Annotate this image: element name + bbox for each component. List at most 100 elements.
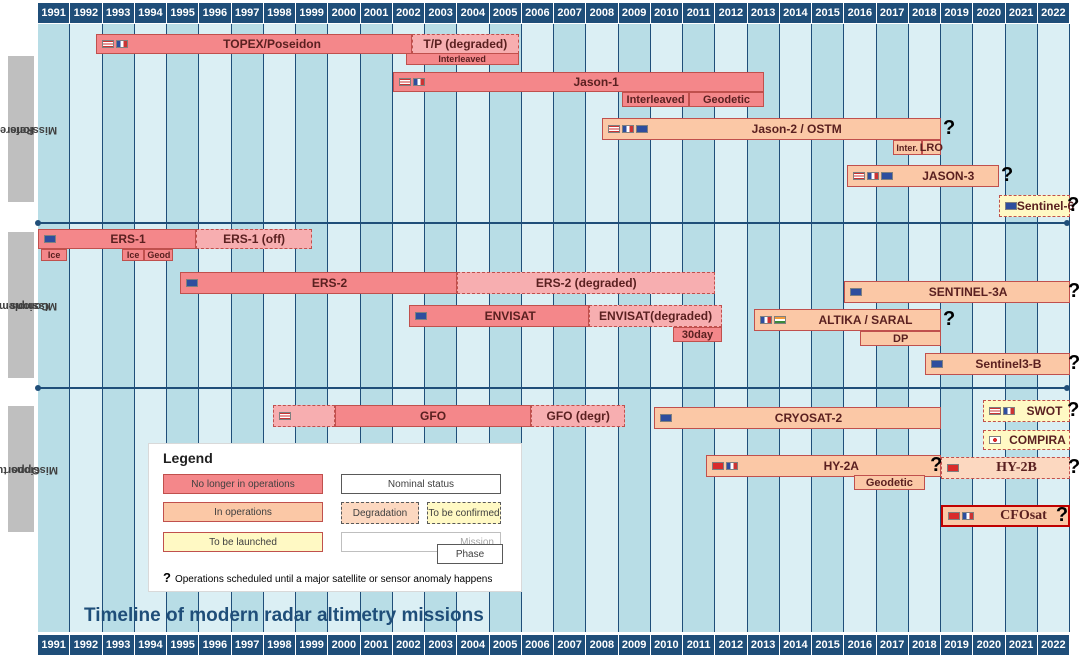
year-label: 1991 — [38, 3, 71, 23]
mission-label: ERS-2 — [311, 276, 348, 290]
mission-bar: Inter. — [892, 140, 922, 155]
legend-in-operations: In operations — [163, 502, 323, 522]
flag-group — [711, 462, 738, 470]
flag-cn-icon — [947, 464, 959, 472]
year-label: 2021 — [1006, 3, 1038, 23]
legend-to-be-confirmed: To be confirmed — [427, 502, 501, 524]
year-label: 2000 — [328, 635, 361, 655]
question-mark-icon: ? — [1068, 280, 1081, 302]
mission-label: Ice — [126, 250, 140, 260]
mission-label: ERS-1 — [110, 232, 146, 246]
flag-group — [850, 288, 863, 296]
year-label: 2007 — [554, 635, 587, 655]
flag-group — [988, 436, 1001, 444]
flag-group — [279, 412, 292, 420]
mission-bar — [273, 405, 335, 427]
divider-dot — [1064, 385, 1070, 391]
divider-dot — [35, 220, 41, 226]
mission-bar: LRO — [920, 140, 943, 155]
year-label: 2000 — [328, 3, 361, 23]
question-mark-icon: ? — [1067, 194, 1080, 216]
year-label: 1995 — [167, 635, 200, 655]
flag-group — [1005, 202, 1018, 210]
section-divider — [38, 222, 1068, 224]
mission-label: DP — [893, 332, 909, 345]
mission-label: Geodetic — [702, 93, 751, 106]
year-label: 2016 — [844, 635, 877, 655]
mission-label: CRYOSAT-2 — [774, 411, 843, 425]
section-divider — [38, 387, 1068, 389]
mission-label: Jason-2 / OSTM — [751, 122, 842, 136]
mission-label: ENVISAT — [484, 309, 536, 323]
flag-group — [947, 464, 959, 472]
mission-bar: Interleaved — [405, 53, 519, 65]
divider-dot — [1064, 220, 1070, 226]
mission-bar: ERS-2 — [179, 272, 458, 294]
mission-bar: ERS-1 — [38, 229, 197, 249]
year-label: 2006 — [522, 3, 554, 23]
mission-bar: ERS-2 (degraded) — [457, 272, 716, 294]
flag-group — [988, 407, 1015, 415]
flag-fr-icon — [867, 172, 880, 180]
year-label: 2003 — [425, 3, 458, 23]
mission-label: Jason-1 — [573, 75, 619, 89]
flag-us-icon — [102, 40, 115, 48]
flag-eu-icon — [1005, 202, 1018, 210]
year-label: 2018 — [909, 635, 941, 655]
mission-label: Geodetic — [865, 476, 913, 489]
flag-us-icon — [608, 125, 621, 133]
year-column — [941, 24, 974, 632]
mission-bar: Geodetic — [689, 92, 764, 107]
mission-label: ALTIKA / SARAL — [818, 313, 913, 327]
flag-in-icon — [773, 316, 786, 324]
year-label: 1997 — [232, 635, 264, 655]
flag-fr-icon — [116, 40, 129, 48]
mission-bar: SWOT — [982, 400, 1070, 422]
flag-eu-icon — [414, 312, 427, 320]
year-label: 2011 — [683, 3, 716, 23]
flag-eu-icon — [659, 414, 672, 422]
question-mark-icon: ? — [943, 117, 956, 139]
year-label: 2003 — [425, 635, 458, 655]
year-label: 2015 — [812, 3, 845, 23]
year-label: 2014 — [780, 635, 812, 655]
year-label: 1994 — [135, 3, 167, 23]
mission-label: HY-2A — [823, 459, 859, 473]
year-label: 1999 — [296, 3, 329, 23]
mission-label: Sentinel3-B — [975, 357, 1042, 371]
mission-bar: Ice — [121, 249, 145, 261]
year-label: 2009 — [619, 3, 651, 23]
year-label: 1994 — [135, 635, 167, 655]
year-label: 1997 — [232, 3, 264, 23]
flag-eu-icon — [44, 235, 56, 243]
mission-bar: ALTIKA / SARAL — [753, 309, 941, 331]
flag-eu-icon — [850, 288, 863, 296]
mission-bar: Sentinel-6 — [999, 195, 1074, 217]
year-label: 2022 — [1038, 3, 1070, 23]
mission-label: COMPIRA — [1009, 433, 1066, 447]
mission-label: Ice — [47, 250, 61, 260]
year-label: 2005 — [490, 3, 522, 23]
flag-fr-icon — [759, 316, 772, 324]
mission-label: SENTINEL-3A — [928, 285, 1008, 299]
section-label-opportunity: OpportunityMissions — [0, 406, 58, 532]
flag-group — [608, 125, 649, 133]
mission-label: Sentinel-6 — [1016, 199, 1075, 213]
year-label: 1999 — [296, 635, 329, 655]
flag-us-icon — [853, 172, 866, 180]
year-label: 2013 — [748, 3, 780, 23]
year-label: 1998 — [264, 3, 296, 23]
mission-label: 30day — [681, 328, 714, 341]
mission-bar: 30day — [673, 327, 722, 342]
flag-fr-icon — [412, 78, 425, 86]
year-label: 1996 — [199, 635, 232, 655]
mission-label: ERS-2 (degraded) — [535, 276, 637, 290]
legend-phase: Phase — [437, 544, 503, 564]
mission-label: Interleaved — [626, 93, 685, 106]
year-column — [102, 24, 135, 632]
year-column — [1037, 24, 1070, 632]
year-label: 1996 — [199, 3, 232, 23]
flag-group — [398, 78, 425, 86]
